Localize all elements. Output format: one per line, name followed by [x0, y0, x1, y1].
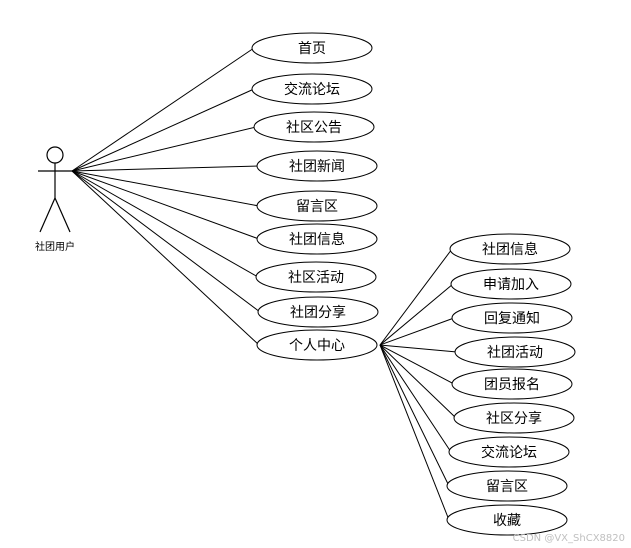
use-case-ellipse: [449, 233, 571, 265]
use-case-label: 首页: [298, 41, 326, 57]
use-case-ellipse: [454, 336, 576, 368]
association-line-personal-center: [379, 344, 457, 419]
association-line-main: [71, 170, 260, 207]
use-case-label: 交流论坛: [481, 444, 537, 461]
use-case-main: 社团信息: [256, 223, 378, 255]
use-case-label: 回复通知: [484, 310, 540, 327]
use-case-ellipse: [451, 302, 573, 334]
use-case-ellipse: [451, 368, 573, 400]
use-case-ellipse: [256, 190, 378, 222]
actor-head: [46, 146, 64, 164]
use-case-label: 社团活动: [487, 345, 543, 361]
association-lines: [71, 47, 458, 521]
use-case-ellipse: [251, 32, 373, 64]
actor-right-leg: [54, 197, 71, 233]
use-case-ellipse: [453, 402, 575, 434]
use-case-main: 社团新闻: [256, 150, 378, 182]
use-case-sub: 留言区: [446, 470, 568, 502]
association-line-personal-center: [379, 344, 452, 453]
association-line-personal-center: [379, 317, 455, 346]
use-case-label: 交流论坛: [284, 81, 340, 98]
use-case-main: 首页: [251, 32, 373, 64]
use-case-ellipse: [253, 111, 375, 143]
use-case-ellipse: [257, 296, 379, 328]
association-line-personal-center: [379, 283, 454, 346]
use-case-ellipse: [446, 470, 568, 502]
use-case-label: 团员报名: [484, 377, 540, 393]
use-case-main: 社团分享: [257, 296, 379, 328]
association-line-personal-center: [379, 344, 458, 353]
use-case-main: 社区活动: [255, 261, 377, 293]
use-case-main: 个人中心: [256, 329, 378, 361]
use-case-label: 收藏: [493, 513, 521, 529]
use-case-ellipse: [448, 436, 570, 468]
use-case-ellipse: [446, 504, 568, 536]
association-line-personal-center: [379, 344, 450, 487]
use-case-ellipse: [255, 261, 377, 293]
association-line-main: [71, 170, 259, 278]
use-case-label: 社团分享: [290, 304, 346, 321]
actor-label: 社团用户: [35, 240, 75, 253]
use-case-ellipse: [256, 329, 378, 361]
use-case-label: 社区活动: [288, 270, 344, 286]
use-case-label: 社团信息: [289, 231, 345, 248]
use-case-label: 留言区: [486, 479, 528, 495]
association-line-main: [71, 88, 255, 172]
use-case-sub: 交流论坛: [448, 436, 570, 468]
use-case-main: 留言区: [256, 190, 378, 222]
use-case-label: 社区分享: [486, 410, 542, 427]
use-case-sub: 申请加入: [450, 268, 572, 300]
use-case-ellipse: [256, 150, 378, 182]
association-line-main: [71, 170, 261, 313]
association-line-main: [71, 126, 257, 172]
association-line-main: [71, 170, 260, 346]
use-case-sub: 回复通知: [451, 302, 573, 334]
use-case-label: 个人中心: [289, 338, 345, 354]
use-case-sub: 社团活动: [454, 336, 576, 368]
use-case-sub: 社区分享: [453, 402, 575, 434]
watermark: CSDN @VX_ShCX8820: [513, 533, 625, 544]
use-case-ellipse: [251, 73, 373, 105]
use-case-sub: 社团信息: [449, 233, 571, 265]
use-case-sub: 团员报名: [451, 368, 573, 400]
actor-left-leg: [39, 197, 56, 233]
actor-community-user: 社团用户: [35, 146, 75, 253]
use-case-sub: 收藏: [446, 504, 568, 536]
association-line-main: [71, 170, 260, 240]
use-case-label: 申请加入: [483, 277, 539, 293]
use-case-label: 社团信息: [482, 241, 538, 258]
use-case-label: 社团新闻: [289, 159, 345, 175]
association-line-personal-center: [379, 248, 453, 346]
association-line-personal-center: [379, 344, 455, 385]
use-case-ellipse: [450, 268, 572, 300]
use-case-label: 留言区: [296, 199, 338, 215]
association-line-main: [71, 165, 260, 172]
use-case-ellipse: [256, 223, 378, 255]
association-line-personal-center: [379, 344, 450, 521]
use-case-main: 交流论坛: [251, 73, 373, 105]
association-line-main: [71, 47, 255, 172]
use-case-label: 社区公告: [286, 120, 342, 136]
use-case-main: 社区公告: [253, 111, 375, 143]
